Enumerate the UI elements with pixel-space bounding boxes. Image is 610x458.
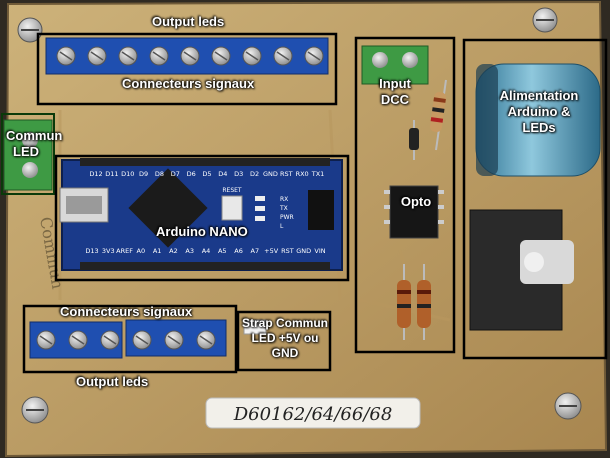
annotation-box-commun: [1, 113, 55, 195]
annotation-box-power: [462, 38, 608, 360]
screw-slot: [276, 51, 290, 61]
pin-label: D12: [89, 170, 102, 178]
pin-label: A1: [153, 247, 162, 255]
pin-label: D2: [250, 170, 259, 178]
terminal-block-top: [45, 37, 329, 75]
label-alimentation: Alimentation Arduino & LEDs: [499, 88, 579, 135]
resistor: [429, 79, 447, 151]
arduino-nano-board: [59, 158, 343, 271]
screw-slot: [103, 335, 117, 345]
board-marking: D60162/64/66/68: [233, 404, 393, 425]
pin-label: D6: [187, 170, 196, 178]
marking-panel: [205, 397, 421, 429]
screw-slot: [183, 51, 197, 61]
pin-label: D4: [218, 170, 227, 178]
strap-jumper: [243, 319, 267, 335]
terminal-commun-led: [3, 119, 53, 191]
label-commun-led: Commun LED: [6, 128, 63, 159]
label-connecteurs-bottom: Connecteurs signaux: [60, 304, 193, 319]
screw-slot: [199, 335, 213, 345]
capacitor: [475, 63, 601, 177]
label-output-leds-top: Output leds: [152, 14, 225, 29]
label-opto: Opto: [400, 194, 432, 209]
pin-label: D5: [202, 170, 211, 178]
pin-label: AREF: [116, 247, 133, 255]
pin-label: D7: [171, 170, 180, 178]
pin-label: RST: [281, 247, 294, 255]
pin-label: 3V3: [102, 247, 115, 255]
screw-icon: [554, 392, 582, 420]
opto-chip: [384, 185, 444, 239]
diode: [409, 120, 419, 160]
pin-label: TX1: [311, 170, 325, 178]
label-strap: Strap Commun LED +5V ou GND: [241, 316, 328, 360]
pin-label: D3: [234, 170, 243, 178]
pin-label: D8: [155, 170, 164, 178]
nano-led-label: RX: [280, 196, 288, 203]
screw-slot: [90, 51, 104, 61]
nano-led-label: TX: [279, 205, 288, 212]
screw-icon: [532, 7, 558, 33]
pin-label: A5: [218, 247, 227, 255]
nano-led-label: L: [280, 223, 284, 230]
label-output-leds-bottom: Output leds: [76, 374, 149, 389]
pin-label: D9: [139, 170, 148, 178]
screw-slot: [71, 335, 85, 345]
label-input-dcc: Input DCC: [379, 76, 411, 107]
screw-slot: [135, 335, 149, 345]
screw-slot: [121, 51, 135, 61]
screw-slot: [307, 51, 321, 61]
voltage-regulator: [469, 209, 574, 331]
pin-label: A7: [251, 247, 260, 255]
pin-label: A3: [185, 247, 194, 255]
pin-label: RX0: [296, 170, 309, 178]
pin-label: A4: [202, 247, 211, 255]
pin-label: D10: [121, 170, 134, 178]
annotation-box-top-connectors: [36, 32, 338, 106]
screw-slot: [245, 51, 259, 61]
screw-slot: [59, 51, 73, 61]
screw-slot: [214, 51, 228, 61]
pin-label: A0: [137, 247, 146, 255]
pin-label: RST: [280, 170, 293, 178]
pin-label: A2: [169, 247, 178, 255]
pin-label: D11: [105, 170, 118, 178]
annotation-box-nano: [54, 154, 350, 282]
label-connecteurs-top: Connecteurs signaux: [122, 76, 255, 91]
annotation-box-strap: [236, 310, 332, 372]
terminal-input-dcc: [361, 45, 429, 85]
screw-icon: [17, 17, 43, 43]
screw-slot: [39, 335, 53, 345]
reset-label: RESET: [222, 187, 242, 194]
terminal-block-bottom: [29, 319, 227, 359]
pin-label: GND: [263, 170, 278, 178]
screw-icon: [21, 396, 49, 424]
screw-slot: [167, 335, 181, 345]
pin-label: +5V: [264, 247, 279, 255]
annotation-box-dcc-opto: [354, 36, 456, 354]
pin-label: D13: [85, 247, 98, 255]
screw-slot: [152, 51, 166, 61]
pin-label: A6: [234, 247, 243, 255]
pin-label: VIN: [314, 247, 325, 255]
nano-led-label: PWR: [280, 214, 294, 221]
resistor-pair: [397, 264, 431, 340]
pin-label: GND: [296, 247, 311, 255]
annotation-box-bottom-connectors: [22, 304, 238, 374]
label-arduino-nano: Arduino NANO: [156, 224, 248, 239]
